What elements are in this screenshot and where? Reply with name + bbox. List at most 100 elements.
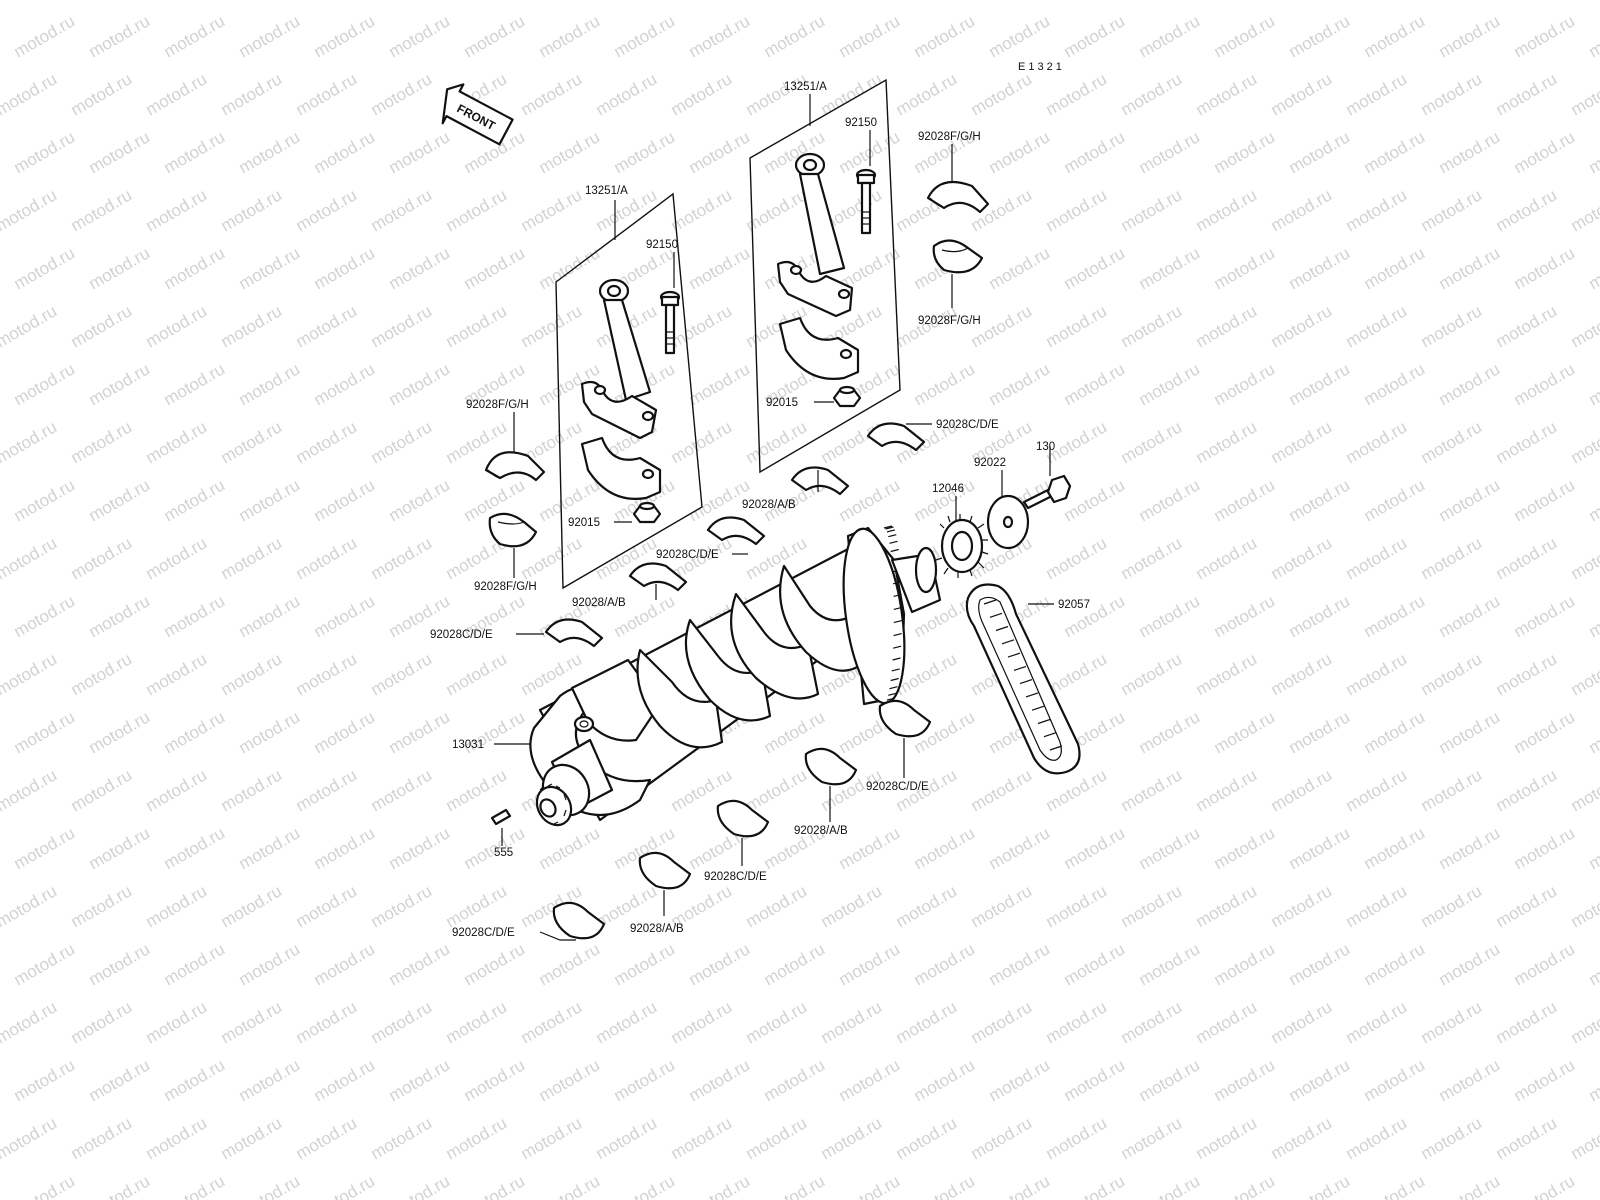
watermark-text: motod.ru <box>11 939 79 989</box>
watermark-text: motod.ru <box>1436 243 1504 293</box>
watermark-text: motod.ru <box>1061 475 1129 525</box>
bolt-92150-right <box>855 168 877 235</box>
watermark-text: motod.ru <box>668 1113 736 1163</box>
watermark-text: motod.ru <box>1193 881 1261 931</box>
watermark-text: motod.ru <box>218 69 286 119</box>
watermark-text: motod.ru <box>161 591 229 641</box>
watermark-text: motod.ru <box>161 1055 229 1105</box>
watermark-text: motod.ru <box>911 939 979 989</box>
watermark-text: motod.ru <box>0 823 3 873</box>
watermark-text: motod.ru <box>143 185 211 235</box>
diagram-code: E1321 <box>1018 61 1065 73</box>
watermark-text: motod.ru <box>668 301 736 351</box>
main-bearing-upper-3 <box>706 516 766 546</box>
watermark-text: motod.ru <box>1436 11 1504 61</box>
watermark-text: motod.ru <box>536 823 604 873</box>
watermark-text: motod.ru <box>1568 301 1600 351</box>
watermark-text: motod.ru <box>1286 359 1354 409</box>
watermark-text: motod.ru <box>1511 939 1579 989</box>
watermark-text: motod.ru <box>1568 1113 1600 1163</box>
watermark-text: motod.ru <box>0 997 60 1047</box>
watermark-text: motod.ru <box>86 475 154 525</box>
watermark-text: motod.ru <box>743 881 811 931</box>
watermark-text: motod.ru <box>686 1055 754 1105</box>
watermark-text: motod.ru <box>1343 417 1411 467</box>
watermark-text: motod.ru <box>143 0 211 3</box>
watermark-text: motod.ru <box>68 881 136 931</box>
label-crankshaft: 13031 <box>452 739 484 751</box>
watermark-text: motod.ru <box>311 707 379 757</box>
watermark-text: motod.ru <box>1268 881 1336 931</box>
watermark-text: motod.ru <box>368 301 436 351</box>
watermark-text: motod.ru <box>1436 359 1504 409</box>
watermark-text: motod.ru <box>443 649 511 699</box>
watermark-text: motod.ru <box>1361 243 1429 293</box>
watermark-text: motod.ru <box>1586 359 1600 409</box>
watermark-text: motod.ru <box>1511 591 1579 641</box>
watermark-text: motod.ru <box>686 243 754 293</box>
watermark-text: motod.ru <box>1361 475 1429 525</box>
watermark-text: motod.ru <box>1061 939 1129 989</box>
watermark-text: motod.ru <box>986 11 1054 61</box>
sprocket-12046 <box>935 514 989 578</box>
watermark-text: motod.ru <box>536 243 604 293</box>
watermark-text: motod.ru <box>836 1171 904 1200</box>
watermark-text: motod.ru <box>1211 707 1279 757</box>
watermark-text: motod.ru <box>1361 127 1429 177</box>
watermark-text: motod.ru <box>1136 1171 1204 1200</box>
watermark-text: motod.ru <box>1193 997 1261 1047</box>
watermark-text: motod.ru <box>686 939 754 989</box>
watermark-text: motod.ru <box>0 1055 3 1105</box>
watermark-text: motod.ru <box>1286 591 1354 641</box>
watermark-text: motod.ru <box>836 939 904 989</box>
main-bearing-upper-1 <box>866 422 926 452</box>
watermark-text: motod.ru <box>293 417 361 467</box>
watermark-text: motod.ru <box>68 1113 136 1163</box>
watermark-text: motod.ru <box>1043 1113 1111 1163</box>
watermark-text: motod.ru <box>386 1171 454 1200</box>
watermark-text: motod.ru <box>536 939 604 989</box>
main-bearing-lower-2 <box>804 747 858 786</box>
label-bolt: 130 <box>1036 441 1055 453</box>
label-nut-left: 92015 <box>568 517 600 529</box>
watermark-text: motod.ru <box>11 823 79 873</box>
watermark-text: motod.ru <box>0 591 3 641</box>
watermark-text: motod.ru <box>1511 359 1579 409</box>
watermark-text: motod.ru <box>1511 1055 1579 1105</box>
watermark-text: motod.ru <box>1268 533 1336 583</box>
label-pin: 555 <box>494 847 513 859</box>
watermark-text: motod.ru <box>0 11 3 61</box>
label-rod-bearing-lower-right: 92028F/G/H <box>918 315 981 327</box>
watermark-text: motod.ru <box>218 1113 286 1163</box>
watermark-text: motod.ru <box>293 69 361 119</box>
watermark-text: motod.ru <box>161 707 229 757</box>
watermark-text: motod.ru <box>143 649 211 699</box>
watermark-text: motod.ru <box>86 359 154 409</box>
main-bearing-lower-4 <box>638 851 692 890</box>
watermark-text: motod.ru <box>1118 765 1186 815</box>
watermark-text: motod.ru <box>1118 185 1186 235</box>
watermark-text: motod.ru <box>161 823 229 873</box>
watermark-text: motod.ru <box>611 11 679 61</box>
main-bearing-lower-3 <box>716 799 770 838</box>
watermark-text: motod.ru <box>1061 359 1129 409</box>
watermark-text: motod.ru <box>143 533 211 583</box>
watermark-text: motod.ru <box>11 707 79 757</box>
watermark-text: motod.ru <box>1568 533 1600 583</box>
watermark-text: motod.ru <box>236 707 304 757</box>
watermark-text: motod.ru <box>293 533 361 583</box>
watermark-text: motod.ru <box>11 127 79 177</box>
watermark-text: motod.ru <box>1586 127 1600 177</box>
watermark-text: motod.ru <box>1586 475 1600 525</box>
watermark-text: motod.ru <box>443 0 511 3</box>
watermark-text: motod.ru <box>818 881 886 931</box>
watermark-text: motod.ru <box>368 185 436 235</box>
watermark-text: motod.ru <box>1193 0 1261 3</box>
watermark-text: motod.ru <box>1343 1113 1411 1163</box>
watermark-text: motod.ru <box>386 475 454 525</box>
watermark-text: motod.ru <box>0 185 60 235</box>
watermark-text: motod.ru <box>668 997 736 1047</box>
watermark-text: motod.ru <box>0 881 60 931</box>
watermark-text: motod.ru <box>836 1055 904 1105</box>
watermark-text: motod.ru <box>818 69 886 119</box>
